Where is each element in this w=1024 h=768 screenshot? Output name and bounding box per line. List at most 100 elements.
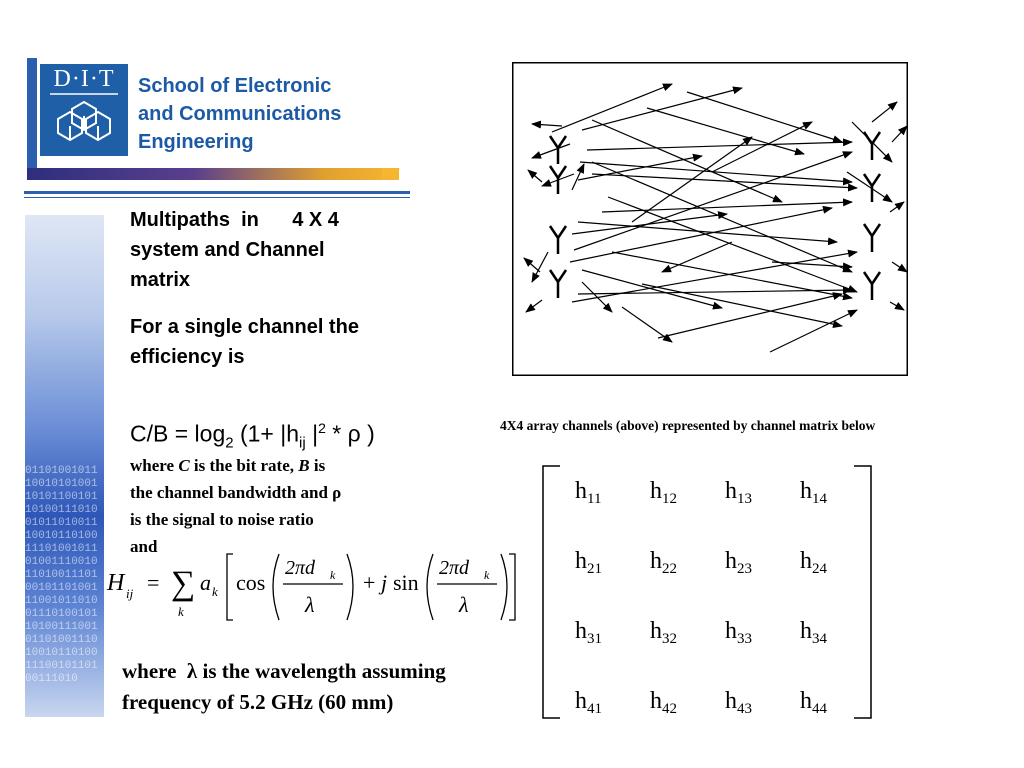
- sin-left-paren: [426, 553, 434, 621]
- variable-definitions: where C is the bit rate, B is the channe…: [130, 452, 430, 560]
- cos-left-paren: [272, 553, 280, 621]
- where-line-1: where C is the bit rate, B is: [130, 452, 430, 479]
- cos-lambda: λ: [304, 592, 315, 617]
- school-line-2: and Communications: [138, 103, 342, 125]
- multipath-arrow: [711, 121, 813, 173]
- multipath-arrow: [889, 301, 905, 311]
- multipath-arrow: [551, 83, 673, 133]
- header-rule-thin: [24, 197, 410, 198]
- sin-numerator: 2πd: [439, 557, 470, 579]
- where-line-2: the channel bandwidth and ρ: [130, 483, 342, 502]
- multipath-arrow: [571, 163, 585, 191]
- matrix-cell: h13: [725, 478, 752, 507]
- single-line-1: For a single channel the: [130, 316, 359, 338]
- multipath-arrow: [771, 261, 853, 271]
- sin-right-paren: [500, 553, 508, 621]
- multipath-arrow: [891, 261, 908, 273]
- wavelength-line-1: where λ is the wavelength assuming: [122, 659, 446, 683]
- wavelength-line-2: frequency of 5.2 GHz (60 mm): [122, 690, 394, 714]
- formula-sup-2: 2: [318, 420, 326, 436]
- matrix-cell: h32: [650, 618, 677, 647]
- single-channel-text: For a single channel the efficiency is: [130, 312, 440, 372]
- matrix-left-bracket: [542, 465, 560, 719]
- capacity-formula: C/B = log2 (1+ |hij |2 * ρ ): [130, 420, 375, 451]
- formula-sub-ij: ij: [299, 434, 306, 452]
- multipath-arrow: [579, 161, 853, 186]
- multipath-arrow: [525, 299, 543, 313]
- multipath-arrow: [646, 107, 805, 156]
- where-text-b: is: [309, 456, 326, 475]
- multipath-arrow: [571, 249, 858, 303]
- multipath-arrow: [686, 91, 843, 144]
- binary-pattern: 0110100101110010101001101011001011010011…: [25, 465, 98, 685]
- header-bar-tip: [382, 168, 400, 180]
- eq-j: j: [378, 570, 387, 595]
- eq-sum: ∑: [171, 565, 195, 602]
- formula-bar: |: [305, 420, 319, 447]
- antenna-icon: [862, 271, 882, 300]
- formula-tail: * ρ ): [325, 420, 375, 447]
- multipath-arrow: [577, 153, 703, 181]
- matrix-cell: h14: [800, 478, 828, 507]
- multipath-arrow: [851, 121, 893, 163]
- diagram-caption: 4X4 array channels (above) represented b…: [500, 418, 876, 433]
- matrix-cell: h21: [575, 548, 602, 577]
- multipath-arrow: [657, 292, 843, 339]
- school-name: School of Electronic and Communications …: [138, 72, 341, 156]
- school-line-1: School of Electronic: [138, 75, 332, 97]
- header-vertical-bar: [27, 58, 37, 176]
- slide-heading: Multipaths in 4 X 4 system and Channel m…: [130, 205, 430, 295]
- binary-decor-strip: 0110100101110010101001101011001011010011…: [25, 215, 104, 717]
- heading-line-1: Multipaths in 4 X 4: [130, 209, 339, 231]
- where-line-3: is the signal to noise ratio: [130, 510, 314, 529]
- multipath-arrow: [607, 196, 858, 293]
- multipath-arrow: [846, 171, 893, 203]
- formula-sub-2: 2: [225, 434, 234, 452]
- eq-cos: cos: [236, 570, 265, 595]
- eq-ak-sub: k: [212, 584, 218, 599]
- sin-lambda: λ: [458, 592, 469, 617]
- cos-numerator: 2πd: [285, 557, 316, 579]
- multipath-arrow: [569, 205, 833, 263]
- multipath-arrow: [531, 120, 563, 129]
- multipath-arrow: [769, 309, 858, 353]
- eq-equals: =: [147, 570, 159, 595]
- matrix-cell: h42: [650, 688, 677, 717]
- school-line-3: Engineering: [138, 131, 254, 153]
- multipath-arrow: [661, 241, 733, 273]
- eq-ij: ij: [126, 586, 134, 601]
- eq-sin: sin: [393, 570, 419, 595]
- matrix-cell: h11: [575, 478, 601, 507]
- eq-k: k: [178, 604, 184, 619]
- multipath-arrow: [523, 257, 541, 273]
- multipath-arrows: [523, 83, 908, 353]
- hij-equation: H ij = ∑ k a k cos 2πd k λ + j sin 2πd k…: [106, 553, 516, 621]
- where-text-a: is the bit rate,: [189, 456, 299, 475]
- multipath-arrow: [631, 136, 753, 223]
- matrix-right-bracket: [854, 465, 872, 719]
- matrix-cell: h23: [725, 548, 752, 577]
- multipath-arrow: [591, 161, 853, 273]
- matrix-cell: h12: [650, 478, 677, 507]
- heading-line-3: matrix: [130, 269, 191, 291]
- multipath-arrow: [581, 269, 723, 310]
- sin-num-sub: k: [484, 568, 490, 582]
- var-b: B: [298, 456, 310, 475]
- left-bracket: [226, 553, 233, 621]
- antenna-icon: [548, 269, 568, 298]
- right-bracket: [509, 553, 516, 621]
- antenna-icon: [548, 165, 568, 194]
- matrix-cell: h33: [725, 618, 752, 647]
- logo-text: D·I·T: [53, 66, 115, 92]
- matrix-cell: h41: [575, 688, 602, 717]
- multipath-arrow: [641, 283, 843, 329]
- dit-emblem-icon: [50, 93, 118, 142]
- matrix-cell: h22: [650, 548, 677, 577]
- multipath-arrow: [531, 143, 571, 159]
- multipath-arrow: [577, 221, 838, 246]
- where-word: where: [130, 456, 179, 475]
- eq-h: H: [106, 570, 126, 596]
- dit-logo: [40, 64, 128, 156]
- multipath-arrow: [541, 173, 575, 187]
